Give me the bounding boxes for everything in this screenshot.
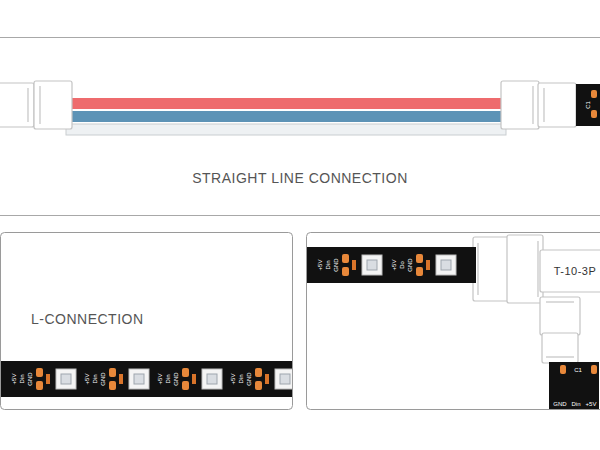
led-chip	[202, 369, 222, 389]
pin-label: Din	[571, 401, 580, 408]
pin-label: GND	[553, 401, 566, 408]
solder-pad	[416, 267, 423, 276]
solder-pad	[342, 267, 349, 276]
pin-label: +5V	[317, 260, 324, 271]
resistor	[46, 374, 50, 384]
solder-pad	[36, 381, 43, 390]
led-chip	[436, 255, 456, 275]
led-lens	[441, 260, 451, 270]
pin-label: C1	[574, 367, 582, 374]
led-strip	[549, 362, 599, 409]
blue-wire	[66, 111, 506, 122]
pin-label: Din	[19, 374, 26, 383]
panel-rule	[0, 37, 600, 38]
solder-pad	[36, 368, 43, 377]
led-strip	[307, 247, 476, 283]
solder-pad	[109, 381, 116, 390]
resistor	[426, 260, 430, 270]
t-connector	[473, 235, 600, 363]
led-chip	[362, 255, 382, 275]
led-strip	[1, 361, 292, 397]
led-chip	[129, 369, 149, 389]
pin-label: Din	[92, 374, 99, 383]
led-lens	[207, 374, 217, 384]
solder-pad	[182, 368, 189, 377]
strip-base	[1, 361, 292, 397]
panel: STRAIGHT LINE CONNECTION	[0, 38, 600, 215]
pin-label: Din	[165, 374, 172, 383]
part-number: T-10-3P	[554, 265, 597, 277]
led-lens	[367, 260, 377, 270]
strip-base	[307, 247, 476, 283]
solder-pad	[109, 368, 116, 377]
red-wire	[66, 98, 506, 109]
pin-label: +5V	[391, 260, 398, 271]
solder-pad	[255, 381, 262, 390]
led-strip	[576, 84, 600, 126]
solder-pad	[182, 381, 189, 390]
pin-label: C1	[585, 101, 592, 109]
resistor	[119, 374, 123, 384]
resistor	[352, 260, 356, 270]
white-wire	[66, 124, 506, 135]
panel-title: L-CONNECTION	[31, 311, 144, 327]
panel-title: STRAIGHT LINE CONNECTION	[192, 170, 408, 186]
solder-pad	[342, 254, 349, 263]
pin-label: Din	[325, 260, 332, 269]
pin-label: GND	[333, 258, 340, 271]
resistor	[265, 374, 269, 384]
pin-label: GND	[407, 258, 414, 271]
pin-label: Do	[399, 261, 406, 269]
led-chip	[56, 369, 76, 389]
pin-label: GND	[27, 372, 34, 385]
led-lens	[61, 374, 71, 384]
pin-label: GND	[100, 372, 107, 385]
solder-pad	[255, 368, 262, 377]
pin-label: +5V	[586, 401, 597, 408]
resistor	[192, 374, 196, 384]
pin-label: +5V	[11, 374, 18, 385]
clip-connector	[0, 81, 72, 129]
led-chip	[275, 369, 292, 389]
pin-label: GND	[173, 372, 180, 385]
pin-label: Din	[238, 374, 245, 383]
clip-connector	[501, 81, 576, 129]
led-lens	[134, 374, 144, 384]
panel-rule	[0, 215, 600, 216]
panel-frame	[1, 233, 293, 410]
pin-label: +5V	[157, 374, 164, 385]
solder-pad	[416, 254, 423, 263]
pin-label: +5V	[84, 374, 91, 385]
pin-label: GND	[246, 372, 253, 385]
pin-label: +5V	[230, 374, 237, 385]
connector-body: T-10-3P	[542, 254, 600, 288]
led-lens	[280, 374, 290, 384]
